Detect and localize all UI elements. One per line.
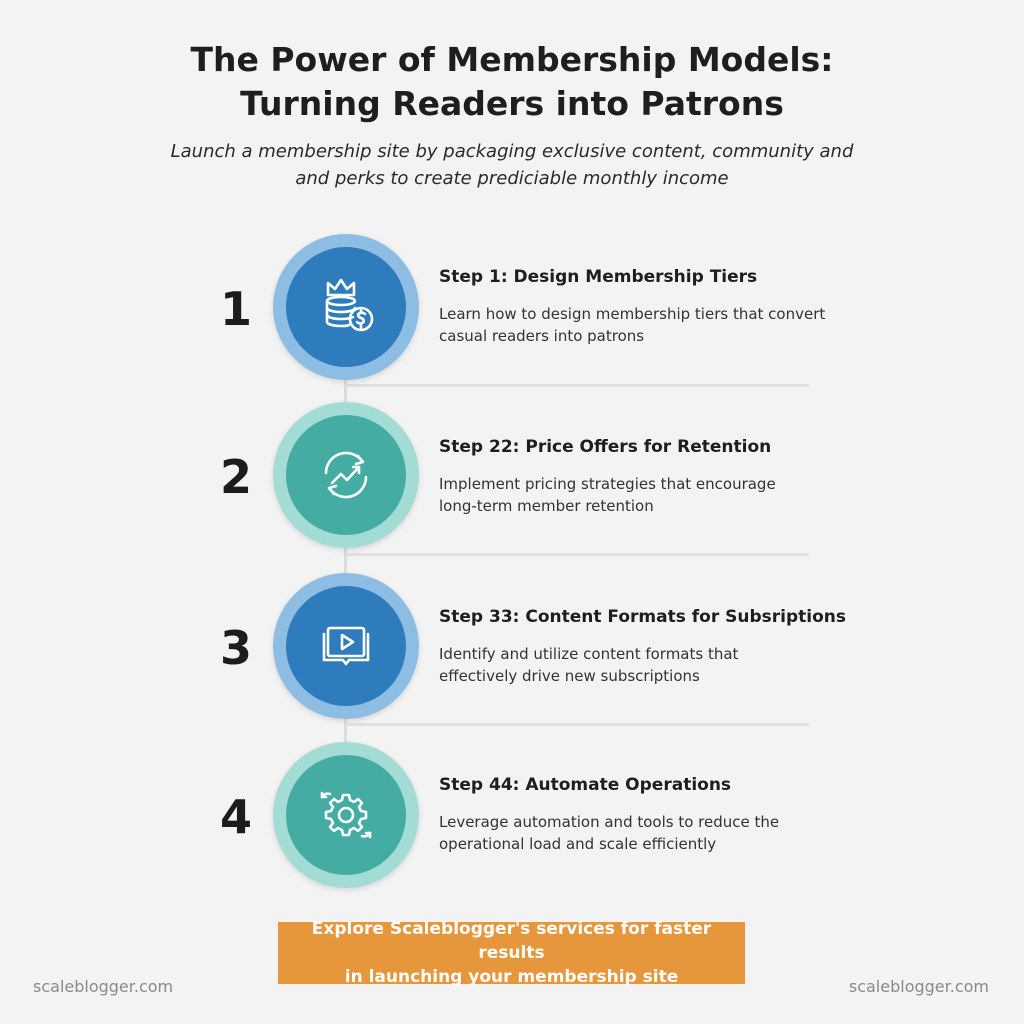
step-number: 4 (219, 790, 252, 844)
step-divider-2 (346, 553, 809, 556)
step-divider-1 (346, 384, 809, 387)
step-4-title: Step 44: Automate Operations (439, 775, 732, 795)
explore-services-button[interactable]: Explore Scaleblogger's services for fast… (278, 919, 745, 987)
step-4-description-line-2: operational load and scale efficiently (439, 835, 717, 853)
step-2-description-line-1: Implement pricing strategies that encour… (439, 475, 776, 493)
step-2-icon-ring (273, 402, 419, 548)
step-1-title: Step 1: Design Membership Tiers (439, 267, 758, 287)
page-subtitle-line-1: Launch a membership site by packaging ex… (170, 141, 854, 162)
cta-line-2: in launching your membership site (344, 967, 679, 987)
step-4-icon-disc (286, 755, 406, 875)
footer-site-name-right: scaleblogger.com (848, 977, 989, 996)
step-2-description: Implement pricing strategies that encour… (439, 473, 776, 517)
step-1-description-line-2: casual readers into patrons (439, 327, 645, 345)
growth-cycle-icon (314, 443, 378, 507)
step-1-icon-disc (286, 247, 406, 367)
step-2-description-line-2: long-term member retention (439, 497, 654, 515)
step-3-icon-disc (286, 586, 406, 706)
step-number: 2 (219, 450, 252, 504)
step-1-icon-ring (273, 234, 419, 380)
step-number: 1 (219, 282, 252, 336)
step-divider-3 (346, 723, 809, 726)
step-3-title: Step 33: Content Formats for Subsription… (439, 607, 847, 627)
page-subtitle-line-2: and perks to create prediciable monthly … (295, 168, 729, 189)
page-title-line-1: The Power of Membership Models: (190, 40, 834, 79)
gear-automation-icon (314, 783, 378, 847)
step-3-description-line-1: Identify and utilize content formats tha… (439, 645, 739, 663)
step-4-description: Leverage automation and tools to reduce … (439, 811, 779, 855)
step-3-description: Identify and utilize content formats tha… (439, 643, 738, 687)
timeline-connector (344, 360, 347, 780)
crown-coins-icon (314, 275, 378, 339)
step-4-icon-ring (273, 742, 419, 888)
step-1-description-line-1: Learn how to design membership tiers tha… (439, 305, 826, 323)
step-4-description-line-1: Leverage automation and tools to reduce … (439, 813, 780, 831)
page-subtitle: Launch a membership site by packaging ex… (0, 138, 1024, 192)
cta-line-1: Explore Scaleblogger's services for fast… (311, 919, 712, 963)
step-1-description: Learn how to design membership tiers tha… (439, 303, 825, 347)
step-2-icon-disc (286, 415, 406, 535)
step-number: 3 (219, 621, 252, 675)
step-3-description-line-2: effectively drive new subscriptions (439, 667, 700, 685)
step-2-title: Step 22: Price Offers for Retention (439, 437, 772, 457)
step-3-icon-ring (273, 573, 419, 719)
page-title-line-2: Turning Readers into Patrons (240, 84, 784, 123)
page-title: The Power of Membership Models: Turning … (0, 38, 1024, 126)
video-play-icon (314, 614, 378, 678)
footer-site-name-left: scaleblogger.com (33, 977, 174, 996)
